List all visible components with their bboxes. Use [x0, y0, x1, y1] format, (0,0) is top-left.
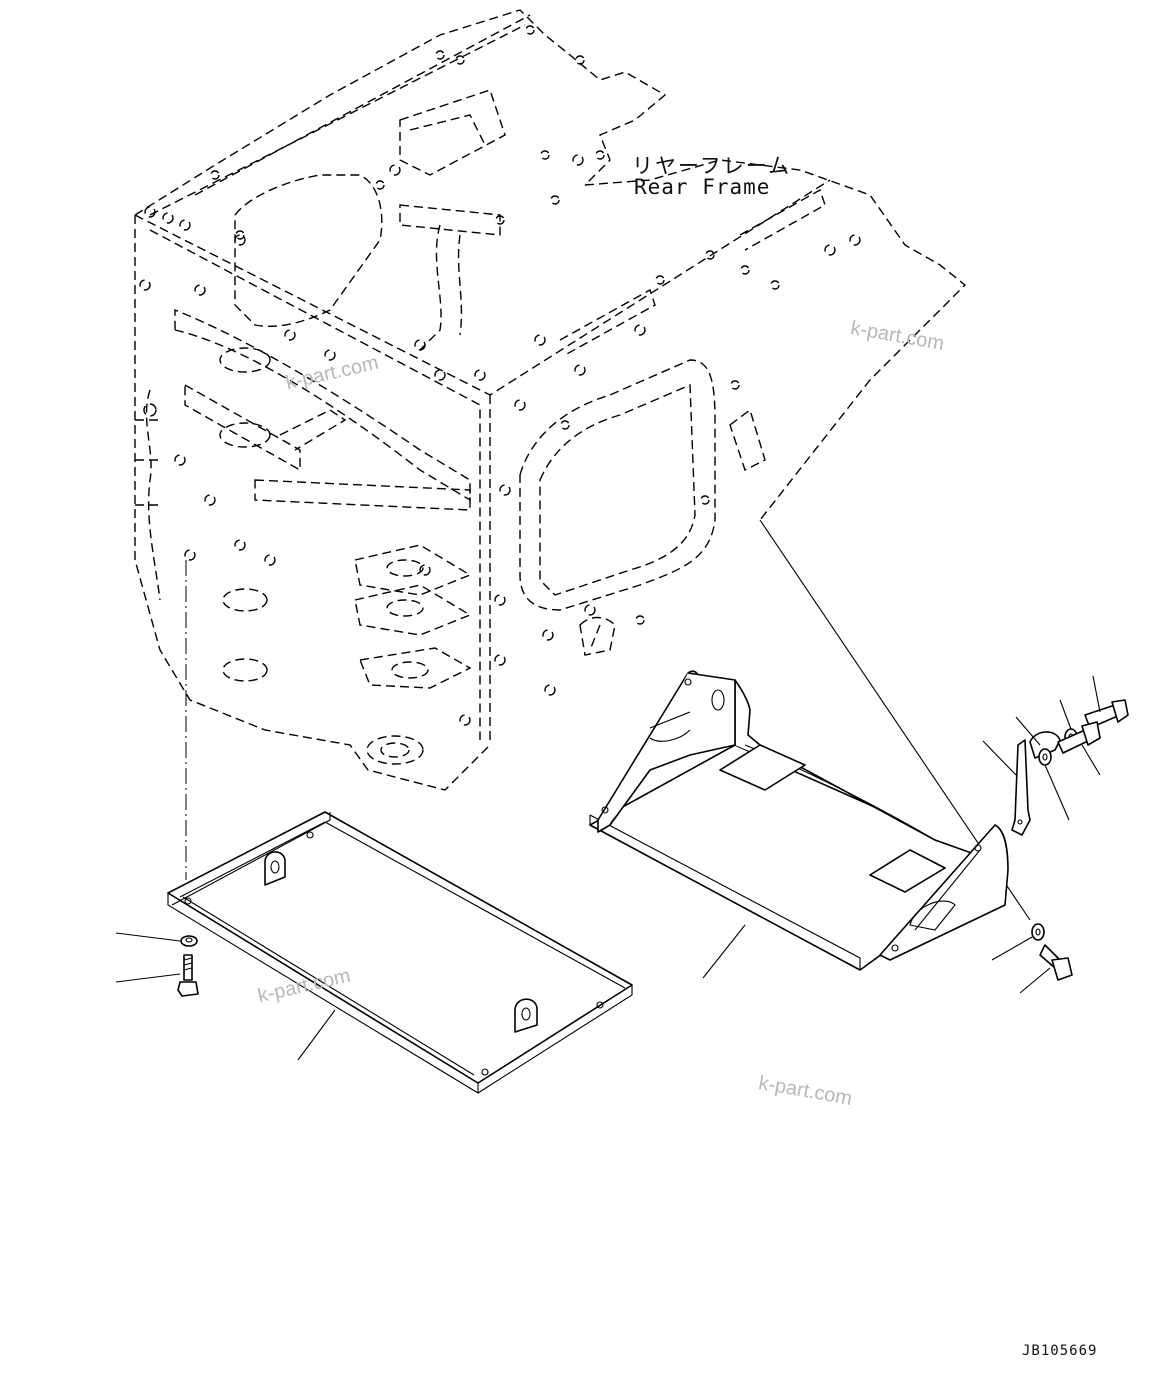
rear-frame-label-english: Rear Frame: [634, 175, 771, 199]
clip-bracket: [1011, 739, 1031, 836]
washer-lower: [1038, 748, 1052, 766]
leader-lines-right: [702, 675, 1101, 994]
left-washer: [180, 935, 198, 947]
left-washer-leader: [115, 932, 181, 942]
bolt-lower: [1057, 721, 1101, 754]
left-cover-leader: [297, 1009, 336, 1061]
rear-frame-label-japanese: リヤーフレーム: [632, 154, 792, 178]
bolt-right: [1039, 944, 1073, 981]
washer-right: [1031, 923, 1045, 941]
left-bolt-leader: [115, 973, 181, 983]
left-bolt: [177, 954, 199, 997]
right-tray-cover: [589, 670, 1009, 971]
left-under-cover: [167, 811, 633, 1094]
drawing-id: JB105669: [1022, 1343, 1098, 1359]
rear-frame: [134, 9, 967, 791]
